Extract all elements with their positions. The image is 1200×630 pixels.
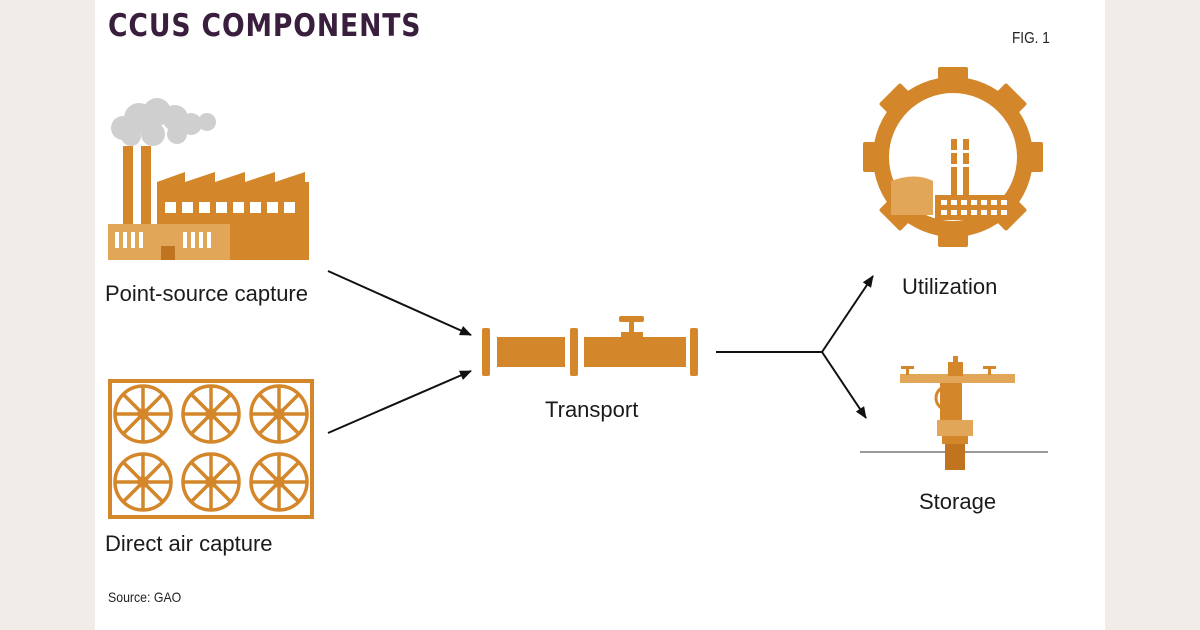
right-margin xyxy=(1105,0,1200,630)
label-storage: Storage xyxy=(919,489,997,514)
diagram-title: CCUS COMPONENTS xyxy=(108,8,422,44)
diagram-art xyxy=(108,67,1048,519)
label-point-source-capture: Point-source capture xyxy=(105,281,308,306)
label-direct-air-capture: Direct air capture xyxy=(105,531,273,556)
wellhead-icon xyxy=(860,356,1048,470)
pipeline-icon xyxy=(482,316,698,376)
diagram-panel: CCUS COMPONENTS FIG. 1 xyxy=(95,0,1105,630)
arrow-point-source-to-transport xyxy=(327,270,472,336)
fan-grid-icon xyxy=(108,379,314,519)
figure-label: FIG. 1 xyxy=(1012,30,1050,47)
arrow-to-utilization xyxy=(821,275,874,353)
source-note: Source: GAO xyxy=(108,589,182,605)
factory-icon xyxy=(108,98,309,260)
gear-refinery-icon xyxy=(863,67,1043,247)
arrow-to-storage xyxy=(821,351,867,419)
left-margin xyxy=(0,0,95,630)
arrow-direct-air-to-transport xyxy=(327,370,472,434)
label-utilization: Utilization xyxy=(902,274,998,299)
label-transport: Transport xyxy=(545,397,639,422)
